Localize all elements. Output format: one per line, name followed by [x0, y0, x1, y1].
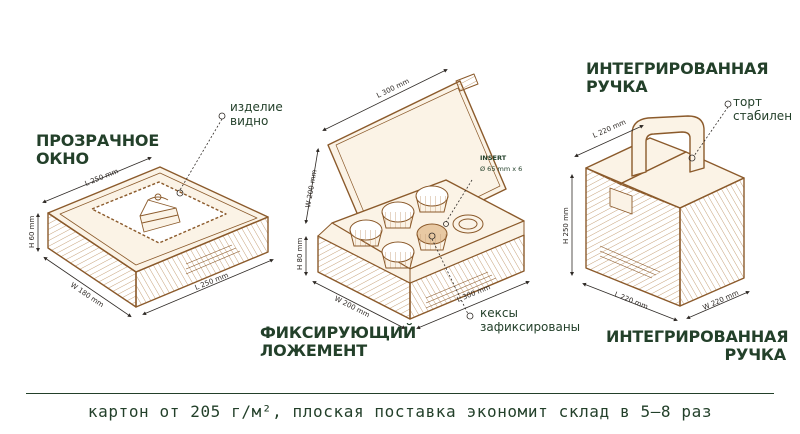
insert-label-title: INSERT	[480, 154, 507, 162]
callout-window-line1: изделие	[230, 100, 283, 114]
heading-insert: ФИКСИРУЮЩИЙ ЛОЖЕМЕНТ	[260, 324, 416, 360]
integrated-handle	[631, 115, 705, 177]
dim-length-top-3: L 220 mm	[592, 118, 628, 140]
handle-box-side	[679, 177, 745, 307]
heading-handle-bottom: ИНТЕГРИРОВАННАЯ РУЧКА	[606, 327, 789, 364]
heading-insert-line2: ЛОЖЕМЕНТ	[260, 341, 367, 360]
cupcake-icon	[416, 223, 448, 251]
callout-window-line2: видно	[230, 114, 269, 128]
dim-length-side-3: L 220 mm	[613, 290, 649, 311]
callout-handle-line2: стабилен	[733, 109, 793, 123]
cupcake-icon	[381, 201, 415, 229]
dim-length-top-1: L 250 mm	[84, 167, 120, 188]
footer-divider	[26, 393, 774, 394]
handle-box	[585, 115, 745, 307]
heading-handle-top: ИНТЕГРИРОВАННАЯ РУЧКА	[586, 59, 769, 96]
heading-window-line2: ОКНО	[36, 149, 89, 168]
callout-handle-line1: торт	[733, 95, 762, 109]
heading-insert-line1: ФИКСИРУЮЩИЙ	[260, 323, 417, 342]
dim-height-1: H 60 mm	[28, 216, 36, 248]
callout-handle-text: торт стабилен	[733, 95, 792, 123]
dim-height-3: H 250 mm	[562, 207, 570, 244]
heading-handle-top-line2: РУЧКА	[586, 77, 648, 96]
callout-insert-line2: зафиксированы	[480, 320, 581, 334]
cupcake-icon	[381, 241, 415, 269]
callout-insert-text: кексы зафиксированы	[480, 306, 580, 334]
cupcake-icon	[415, 185, 449, 213]
dim-width-lid-2: W 200 mm	[304, 169, 319, 208]
dim-height-2: H 80 mm	[296, 238, 304, 270]
callout-window-text: изделие видно	[230, 100, 283, 128]
heading-window-line1: ПРОЗРАЧНОЕ	[36, 131, 160, 150]
callout-window	[176, 112, 226, 197]
cupcake-icon	[349, 219, 383, 247]
heading-handle-bottom-line2: РУЧКА	[724, 345, 787, 364]
callout-handle	[688, 100, 732, 162]
heading-window: ПРОЗРАЧНОЕ ОКНО	[36, 132, 159, 168]
insert-label-size: Ø 65 mm x 6	[480, 165, 522, 173]
callout-insert-line1: кексы	[480, 306, 518, 320]
cake-icon	[139, 193, 181, 233]
dim-width-2: W 200 mm	[333, 295, 371, 320]
heading-handle-bottom-line1: ИНТЕГРИРОВАННАЯ	[606, 327, 789, 346]
cupcakes	[349, 185, 484, 269]
insert-slot-empty	[452, 214, 484, 234]
heading-handle-top-line1: ИНТЕГРИРОВАННАЯ	[586, 59, 769, 78]
footer-caption: картон от 205 г/м², плоская поставка эко…	[87, 402, 713, 421]
